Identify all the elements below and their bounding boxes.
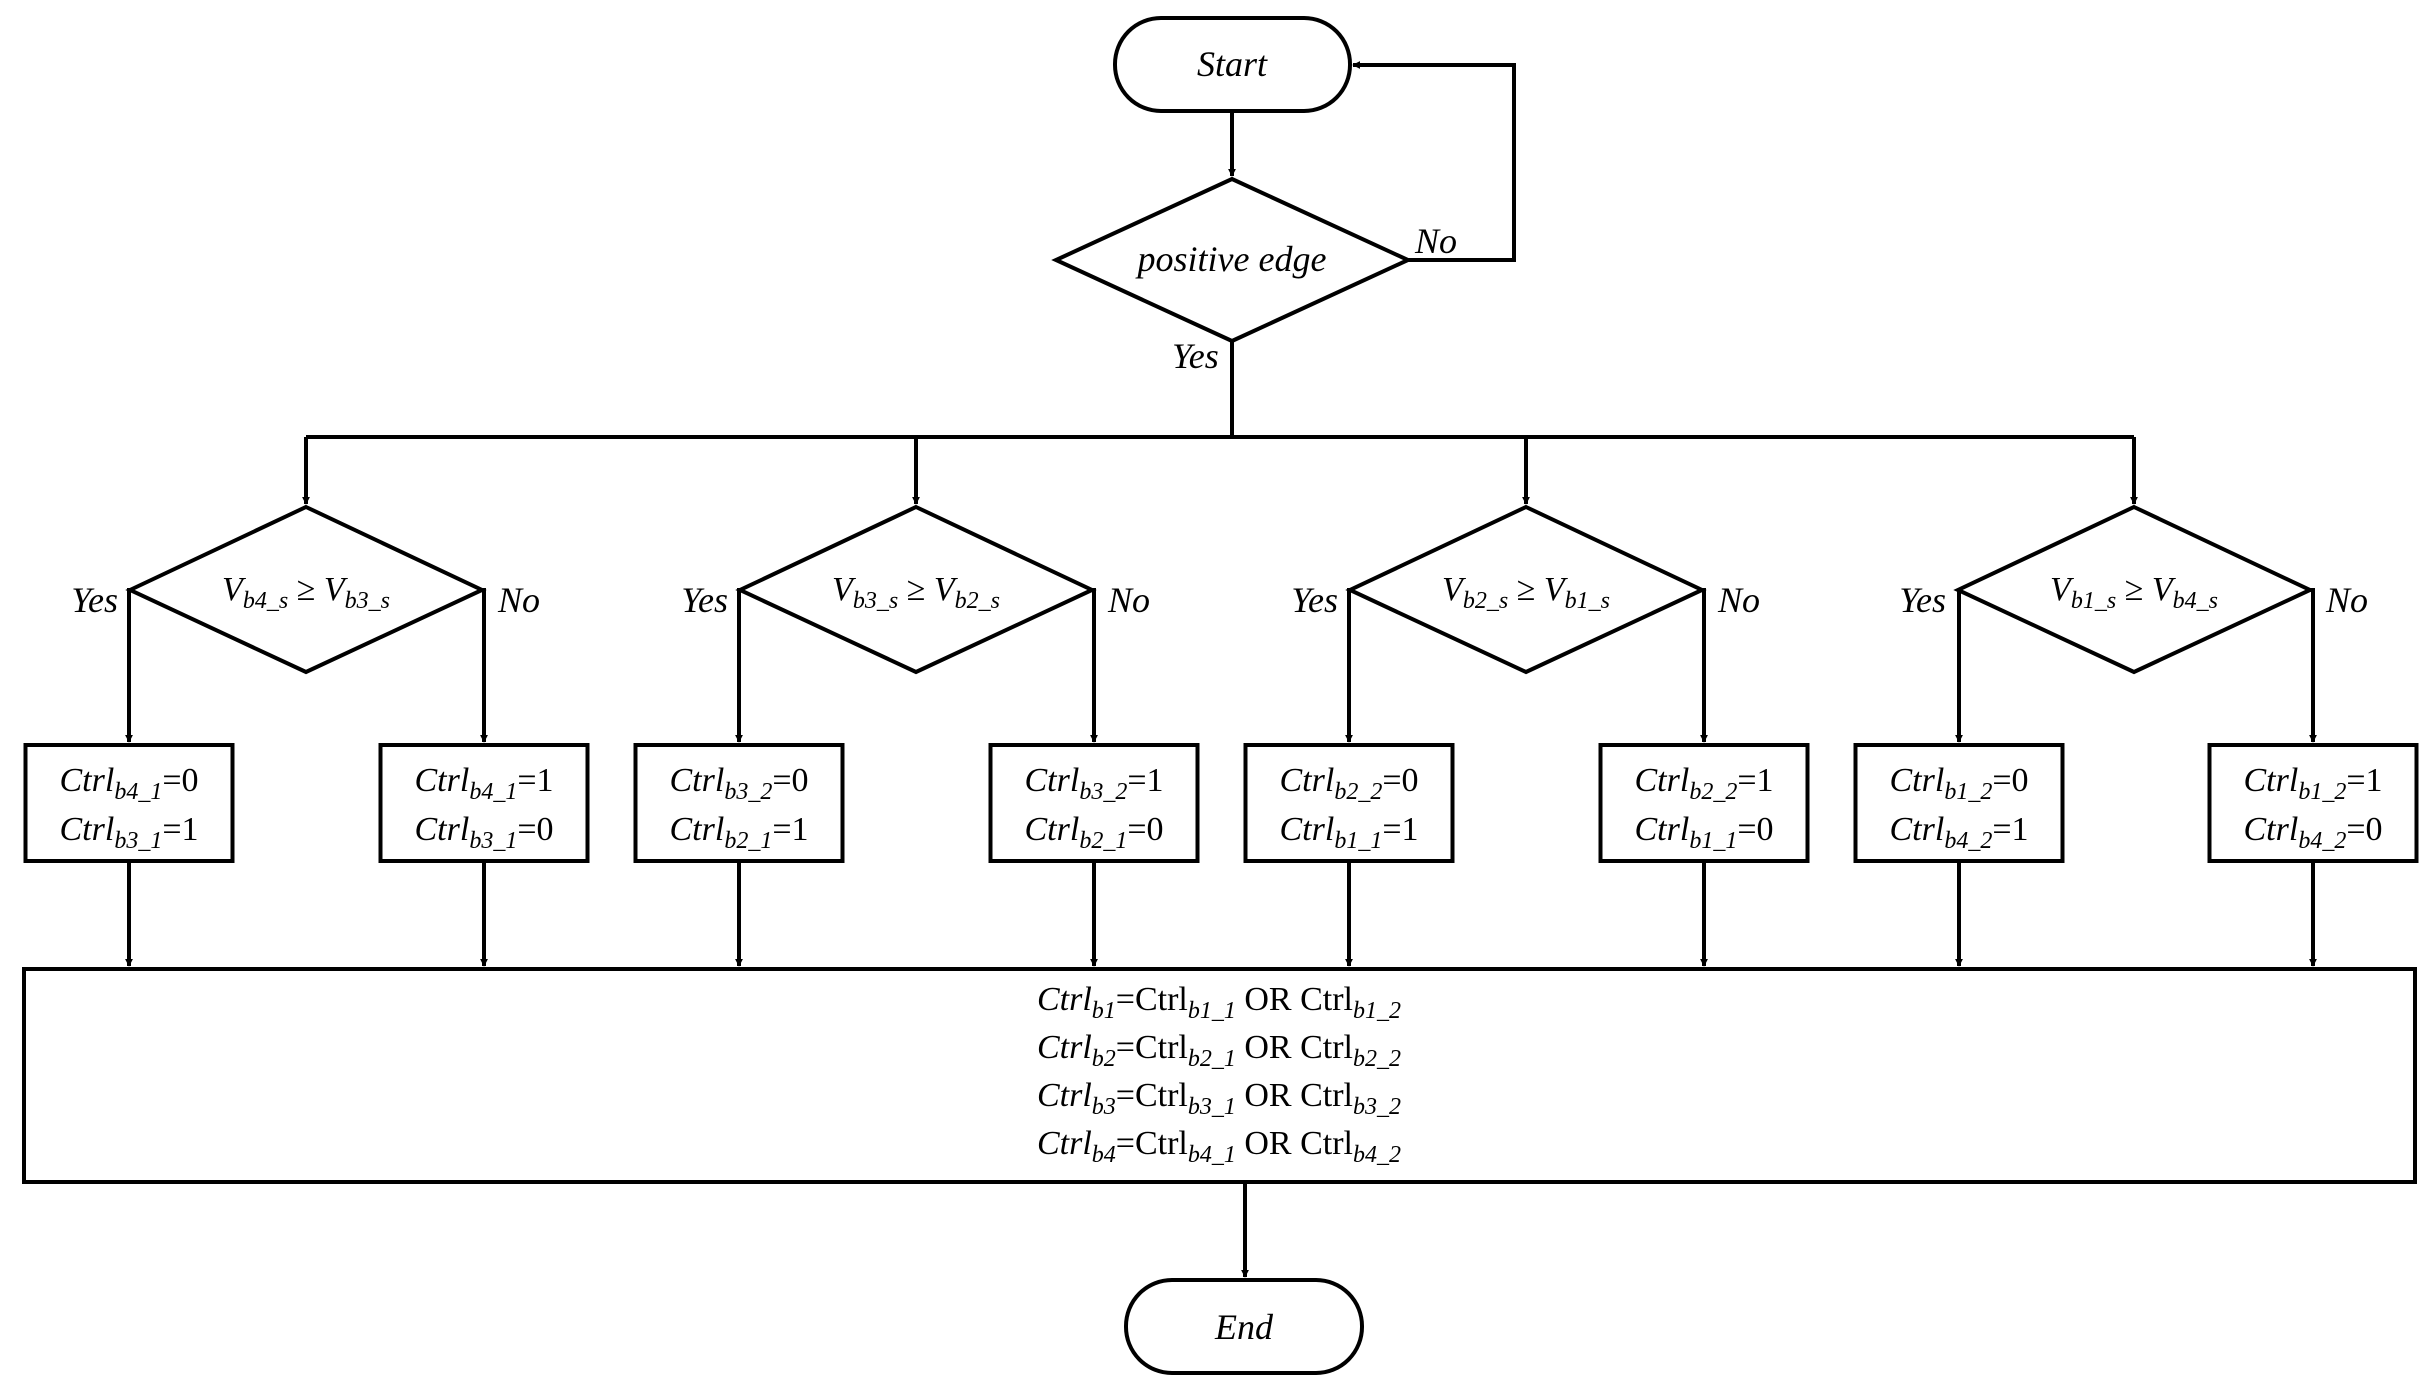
comparison-branch-1: Vb4_s ≥ Vb3_s Yes No [71, 437, 540, 743]
branch-yes-label: Yes [681, 580, 728, 620]
ctrl-assign-line-2: Ctrlb1_1=1 [1280, 811, 1419, 854]
combine-equation-2: Ctrlb2=Ctrlb2_1 OR Ctrlb2_2 [1037, 1029, 1401, 1072]
ctrl-assign-line-2: Ctrlb3_1=1 [60, 811, 199, 854]
branch-no-label: No [1717, 580, 1760, 620]
end-label: End [1214, 1307, 1274, 1347]
voltage-compare-decision [735, 504, 1097, 675]
voltage-compare-decision [125, 504, 487, 675]
end-terminal [1124, 1278, 1364, 1375]
ctrl-assign-line-1: Ctrlb2_2=0 [1280, 762, 1419, 805]
ctrl-assign-line-2: Ctrlb4_2=1 [1890, 811, 2029, 854]
ctrl-assign-line-2: Ctrlb4_2=0 [2244, 811, 2383, 854]
ctrl-assign-line-1: Ctrlb1_2=0 [1890, 762, 2029, 805]
combine-equation-4: Ctrlb4=Ctrlb4_1 OR Ctrlb4_2 [1037, 1125, 1401, 1168]
arrow-yes-to-action [735, 588, 743, 743]
ctrl-assign-line-1: Ctrlb4_1=1 [415, 762, 554, 805]
ctrl-assign-rect [378, 743, 590, 863]
arrow-yes-to-action [1955, 588, 1963, 743]
ctrl-assign-line-2: Ctrlb2_1=0 [1025, 811, 1164, 854]
edge-no-label: No [1414, 221, 1457, 261]
branch-no-label: No [1107, 580, 1150, 620]
ctrl-assign-line-2: Ctrlb1_1=0 [1635, 811, 1774, 854]
branch-no-label: No [2325, 580, 2368, 620]
edge-no-loop-connector [1352, 61, 1516, 262]
arrow-yes-to-action [1345, 588, 1353, 743]
comparison-branch-2: Vb3_s ≥ Vb2_s Yes No [681, 437, 1150, 743]
ctrl-assign-rect [23, 743, 235, 863]
voltage-compare-label: Vb3_s ≥ Vb2_s [832, 571, 1000, 614]
arrow-no-to-action [1700, 588, 1708, 743]
positive-edge-label: positive edge [1135, 239, 1327, 279]
arrow-no-to-action [2309, 588, 2317, 743]
voltage-compare-decision [1345, 504, 1707, 675]
ctrl-assign-rect [2207, 743, 2419, 863]
ctrl-assign-line-1: Ctrlb3_2=0 [670, 762, 809, 805]
branch-yes-label: Yes [71, 580, 118, 620]
start-label: Start [1197, 44, 1268, 84]
comparison-branch-4: Vb1_s ≥ Vb4_s Yes No [1899, 437, 2368, 743]
combine-layer: Ctrlb1=Ctrlb1_1 OR Ctrlb1_2Ctrlb2=Ctrlb2… [1037, 981, 1401, 1168]
ctrl-assign-line-1: Ctrlb3_2=1 [1025, 762, 1164, 805]
voltage-compare-decision [1953, 504, 2315, 675]
branch-no-label: No [497, 580, 540, 620]
ctrl-assign-line-2: Ctrlb2_1=1 [670, 811, 809, 854]
arrow-yes-to-action [125, 588, 133, 743]
ctrl-assign-line-1: Ctrlb2_2=1 [1635, 762, 1774, 805]
ctrl-assign-line-1: Ctrlb1_2=1 [2244, 762, 2383, 805]
voltage-compare-label: Vb1_s ≥ Vb4_s [2050, 571, 2218, 614]
ctrl-assign-line-1: Ctrlb4_1=0 [60, 762, 199, 805]
combine-box [22, 967, 2417, 1184]
arrow-no-to-action [480, 588, 488, 743]
combine-equation-3: Ctrlb3=Ctrlb3_1 OR Ctrlb3_2 [1037, 1077, 1401, 1120]
branch-yes-label: Yes [1899, 580, 1946, 620]
combine-equation-1: Ctrlb1=Ctrlb1_1 OR Ctrlb1_2 [1037, 981, 1401, 1024]
ctrl-assign-line-2: Ctrlb3_1=0 [415, 811, 554, 854]
ctrl-assign-rect [1243, 743, 1455, 863]
arrow-no-to-action [1090, 588, 1098, 743]
branch-yes-label: Yes [1291, 580, 1338, 620]
edge-yes-label: Yes [1172, 336, 1219, 376]
voltage-compare-label: Vb4_s ≥ Vb3_s [222, 571, 390, 614]
ctrl-assign-rect [988, 743, 1200, 863]
